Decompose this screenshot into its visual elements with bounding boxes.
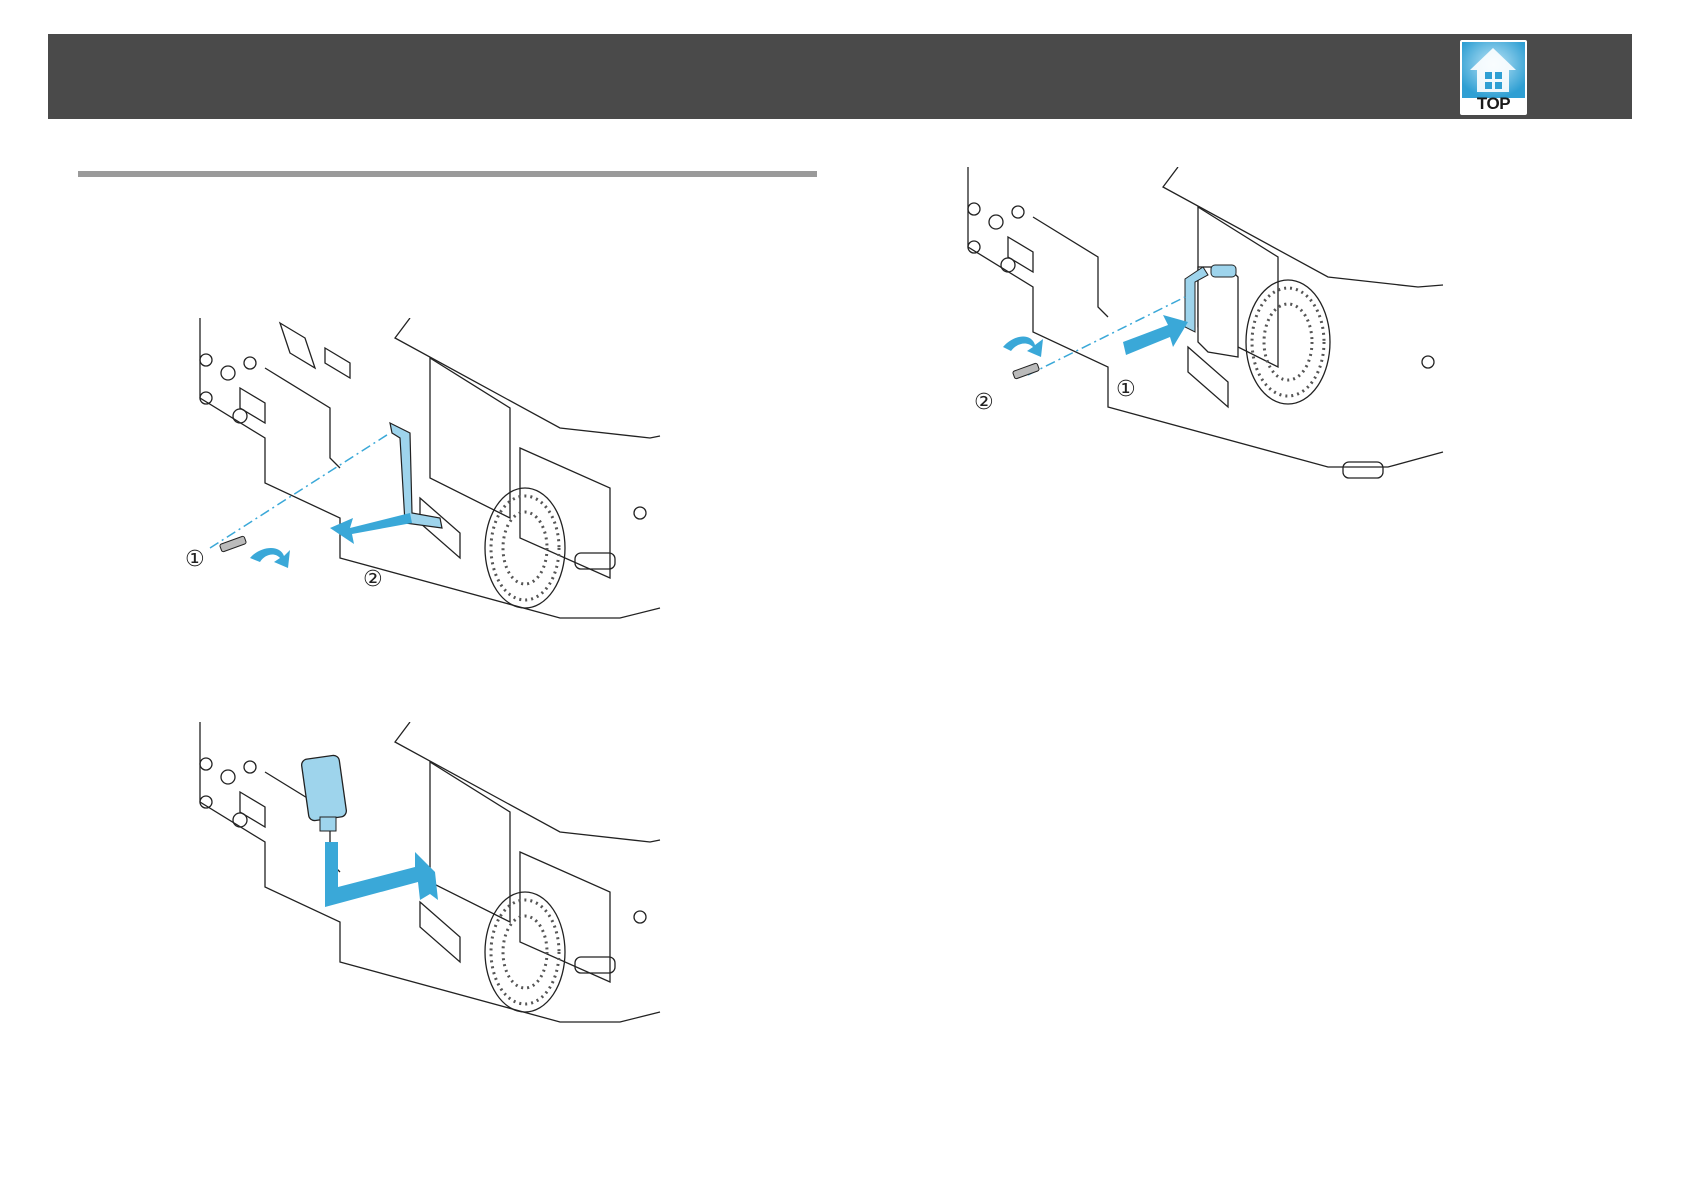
callout-1: ① <box>1116 377 1136 402</box>
illustration-remove-cover: ① ② <box>180 318 662 646</box>
callout-1: ① <box>185 547 205 572</box>
home-icon <box>1460 40 1527 98</box>
callout-2: ② <box>974 390 994 415</box>
illustration-insert-wireless-module <box>180 722 662 1050</box>
section-divider <box>78 171 817 177</box>
page-header-bar <box>48 34 1632 119</box>
illustration-attach-cover: ① ② <box>963 167 1445 495</box>
top-button-label: TOP <box>1460 94 1527 114</box>
top-button[interactable]: TOP <box>1460 40 1527 115</box>
callout-2: ② <box>363 567 383 592</box>
